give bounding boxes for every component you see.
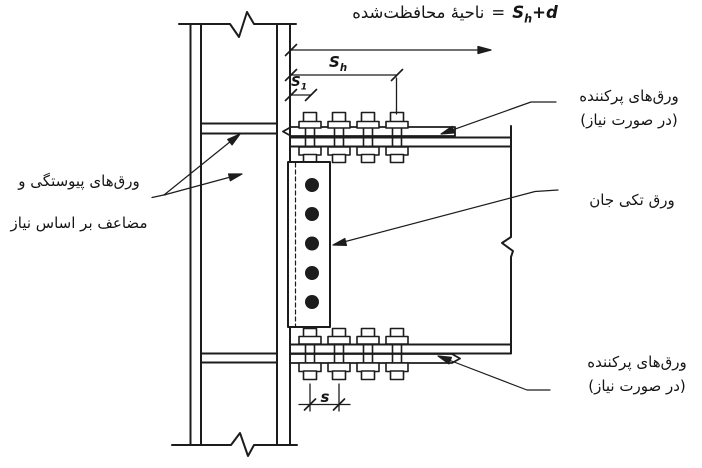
filler-plates-top-label-line2: (در صورت نیاز) xyxy=(580,111,678,129)
web-bolts xyxy=(305,178,319,309)
s-dimension xyxy=(298,383,351,412)
beam-end-break xyxy=(501,125,514,354)
top-filler-plate-assembly xyxy=(282,111,456,164)
web-single-plate xyxy=(287,161,331,328)
filler-plates-top-label: ورق‌های پرکننده (در صورت نیاز) xyxy=(558,84,700,132)
s1-dimension xyxy=(284,88,318,102)
protected-zone-dimension xyxy=(284,43,492,57)
filler-bottom-leader xyxy=(436,352,551,391)
protected-zone-note: ناحیهٔ محافظت‌شده = Sh+d xyxy=(330,3,580,25)
s1-dimension-label: S1 xyxy=(291,74,308,93)
bottom-filler-plate-assembly xyxy=(289,327,461,381)
continuity-plates xyxy=(200,122,278,364)
continuity-plates-label: ورق‌های پیوستگی و مضاعف بر اساس نیاز xyxy=(0,160,158,244)
continuity-plates-label-line1: ورق‌های پیوستگی و xyxy=(18,172,140,190)
dimension-lines xyxy=(284,43,492,412)
filler-plates-top-label-line1: ورق‌های پرکننده xyxy=(579,87,679,105)
leader-lines xyxy=(151,101,559,391)
bottom-filler-plate xyxy=(289,353,461,364)
column-top-break xyxy=(178,11,297,38)
filler-plates-bottom-label: ورق‌های پرکننده (در صورت نیاز) xyxy=(572,350,702,398)
protected-zone-formula: Sh+d xyxy=(512,3,558,26)
filler-plates-bottom-label-line2: (در صورت نیاز) xyxy=(588,377,686,395)
column xyxy=(171,11,298,457)
protected-zone-text: ناحیهٔ محافظت‌شده xyxy=(352,3,485,22)
web-plate-label: ورق تکی جان xyxy=(589,191,675,209)
sh-dimension xyxy=(284,68,404,115)
filler-top-leader xyxy=(439,101,557,138)
sh-dimension-label: Sh xyxy=(329,53,348,74)
continuity-leader xyxy=(151,130,244,199)
s-dimension-label: s xyxy=(320,388,330,406)
top-filler-plate xyxy=(282,126,456,137)
filler-plates-bottom-label-line1: ورق‌های پرکننده xyxy=(587,353,687,371)
web-plate-leader xyxy=(331,189,559,249)
column-bottom-break xyxy=(171,432,298,457)
continuity-plates-label-line2: مضاعف بر اساس نیاز xyxy=(10,214,148,232)
equals-sign: = xyxy=(491,3,506,22)
